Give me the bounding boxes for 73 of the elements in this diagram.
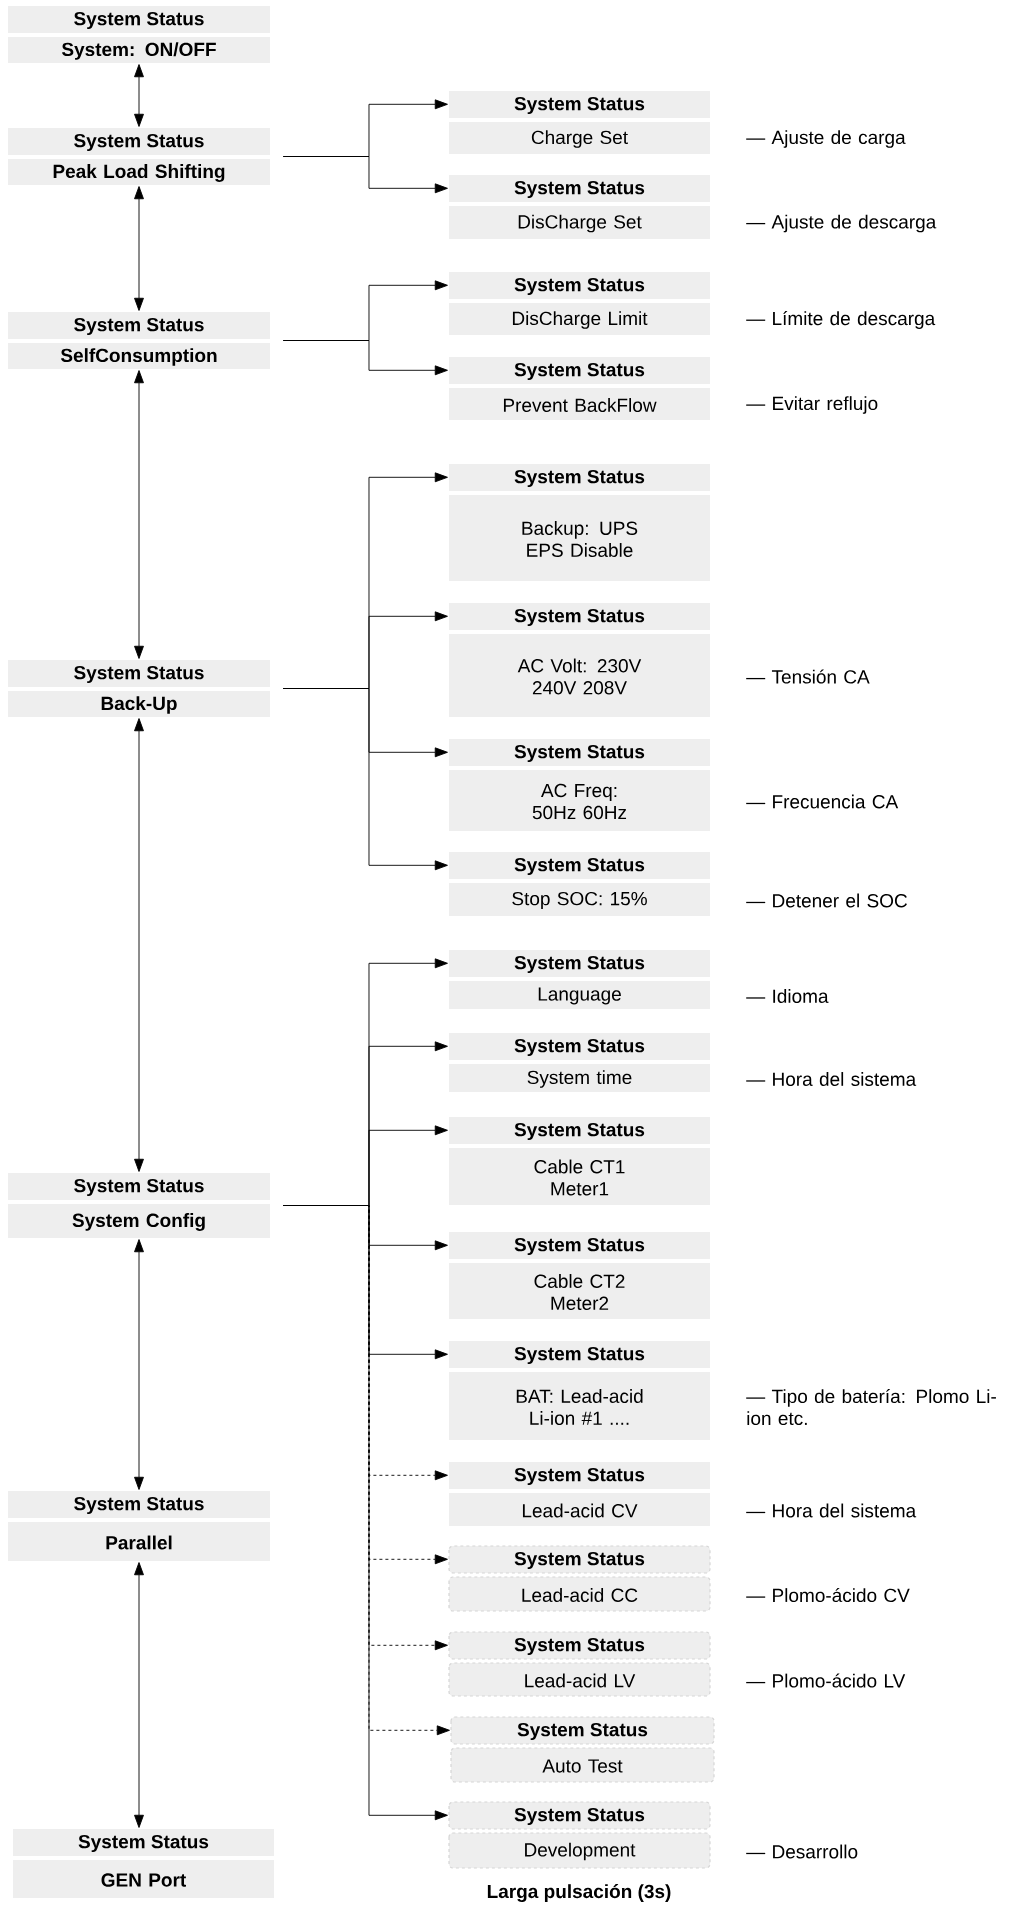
node-label: System Status (514, 744, 645, 763)
note-text: — Evitar reflujo (746, 396, 878, 414)
menu-box: System Status GEN Port (13, 1829, 274, 1898)
menu-box: System Status Stop SOC: 15% (449, 852, 710, 916)
menu-box: System Status AC Volt: 230V 240V 208V (449, 603, 710, 717)
node-label: System Status (74, 1496, 204, 1515)
node-label: System Status (78, 1834, 209, 1853)
note-text: — Desarrollo (746, 1844, 858, 1859)
menu-box: System Status Lead-acid LV (448, 1631, 711, 1697)
note-text: — Idioma (746, 989, 829, 1003)
menu-box: System Status Cable CT2 Meter2 (449, 1232, 710, 1319)
node-label: System Status (514, 362, 645, 381)
menu-box: System Status Parallel (8, 1491, 270, 1561)
node-label: System Status (514, 180, 645, 199)
menu-box: System Status Prevent BackFlow (449, 357, 710, 420)
menu-box: System Status System Config (8, 1173, 270, 1238)
arrow (134, 186, 144, 311)
node-label: SelfConsumption (60, 348, 217, 366)
note-text: — Tipo de batería: Plomo Li-ion etc. (746, 1388, 996, 1426)
note-text: — Tensión CA (746, 669, 870, 684)
node-label: Peak Load Shifting (53, 164, 225, 182)
arrow (134, 1239, 144, 1490)
node-label: System Status (514, 277, 645, 296)
node-label: System Status (517, 1722, 648, 1741)
note-text: — Ajuste de carga (746, 130, 906, 148)
menu-box: System Status AC Freq: 50Hz 60Hz (449, 739, 710, 831)
node-label: System Status (514, 1637, 645, 1656)
menu-box: System Status BAT: Lead-acid Li-ion #1 .... (449, 1341, 710, 1440)
arrow (134, 1562, 144, 1828)
node-label: System Status (514, 1237, 645, 1256)
arrow (134, 64, 144, 127)
note-text: — Límite de descarga (746, 311, 936, 329)
menu-box: System Status SelfConsumption (8, 312, 270, 369)
menu-box: System Status Back-Up (8, 660, 270, 717)
arrow (282, 156, 448, 194)
menu-box: System Status Backup: UPS EPS Disable (449, 464, 710, 581)
node-label: System Status (514, 1807, 645, 1826)
menu-box: System Status Charge Set (449, 91, 710, 154)
arrow (282, 688, 448, 871)
node-label: System Status (514, 857, 645, 876)
node-label: System: ON/OFF (61, 42, 216, 60)
arrow (282, 340, 448, 376)
menu-box: System Status Development (448, 1801, 711, 1869)
note-text: — Ajuste de descarga (746, 214, 937, 233)
note-text: — Hora del sistema (746, 1072, 917, 1086)
menu-box: System Status Language (449, 950, 710, 1009)
note-text: — Plomo-ácido LV (746, 1673, 906, 1688)
arrow (134, 718, 144, 1172)
note-text: — Plomo-ácido CV (746, 1587, 910, 1603)
node-label: Back-Up (101, 696, 177, 714)
node-label: System Status (514, 1346, 645, 1365)
menu-box: System Status Lead-acid CV (449, 1462, 710, 1526)
menu-box: System Status System: ON/OFF (8, 6, 270, 63)
node-label: System Status (514, 1038, 645, 1057)
note-text: — Detener el SOC (746, 893, 907, 908)
menu-box: System Status Cable CT1 Meter1 (449, 1117, 710, 1205)
node-label: System Status (514, 1467, 645, 1486)
menu-box: System Status DisCharge Set (449, 175, 710, 239)
node-label: System Status (514, 1122, 645, 1141)
node-label: System Status (514, 608, 645, 627)
menu-box: System Status Auto Test (450, 1716, 715, 1783)
menu-box: System Status DisCharge Limit (449, 272, 710, 335)
node-label: System Status (514, 469, 645, 488)
node-label: System Status (514, 955, 645, 974)
menu-box: System Status System time (449, 1033, 710, 1092)
note-text: — Frecuencia CA (746, 794, 899, 809)
node-label: System Status (514, 96, 645, 115)
node-label: System Status (514, 1551, 645, 1570)
node-label: System Status (74, 1178, 204, 1197)
menu-box: System Status Lead-acid CC (448, 1545, 711, 1612)
arrow (134, 370, 144, 659)
menu-box: System Status Peak Load Shifting (8, 128, 270, 185)
note-text: — Hora del sistema (746, 1503, 917, 1518)
